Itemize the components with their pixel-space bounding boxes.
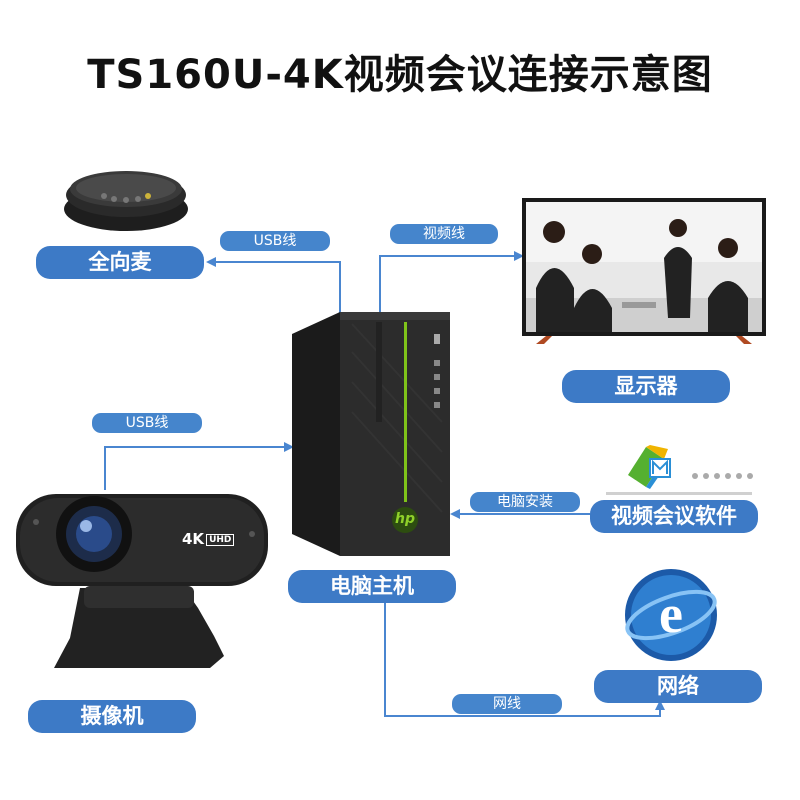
network-label: 网络	[594, 670, 762, 703]
camera-uhd-text: UHD	[206, 534, 235, 546]
camera-usb-tag: USB线	[92, 413, 202, 433]
software-dots-icon	[690, 466, 754, 479]
speakerphone-image	[62, 163, 190, 235]
video-cable-tag: 视频线	[390, 224, 498, 244]
display-image	[522, 198, 766, 344]
svg-text:e: e	[659, 584, 683, 644]
mic-pc-line	[206, 257, 345, 320]
pc-network-line	[380, 595, 665, 717]
software-icon	[620, 445, 690, 489]
pc-install-tag: 电脑安装	[470, 492, 580, 512]
network-cable-tag: 网线	[452, 694, 562, 714]
camera-4k-text: 4K	[182, 530, 205, 548]
pc-tower-image: hp	[292, 312, 452, 556]
mic-usb-tag: USB线	[220, 231, 330, 251]
pc-display-line	[379, 251, 524, 312]
display-label: 显示器	[562, 370, 730, 403]
pc-label: 电脑主机	[288, 570, 456, 603]
camera-pc-line	[104, 442, 294, 490]
mic-label: 全向麦	[36, 246, 204, 279]
network-globe-icon: e	[622, 566, 720, 664]
software-underline	[606, 492, 752, 495]
page-title: TS160U-4K视频会议连接示意图	[87, 52, 713, 98]
camera-label: 摄像机	[28, 700, 196, 733]
hp-logo: hp	[395, 511, 415, 527]
software-label: 视频会议软件	[590, 500, 758, 533]
